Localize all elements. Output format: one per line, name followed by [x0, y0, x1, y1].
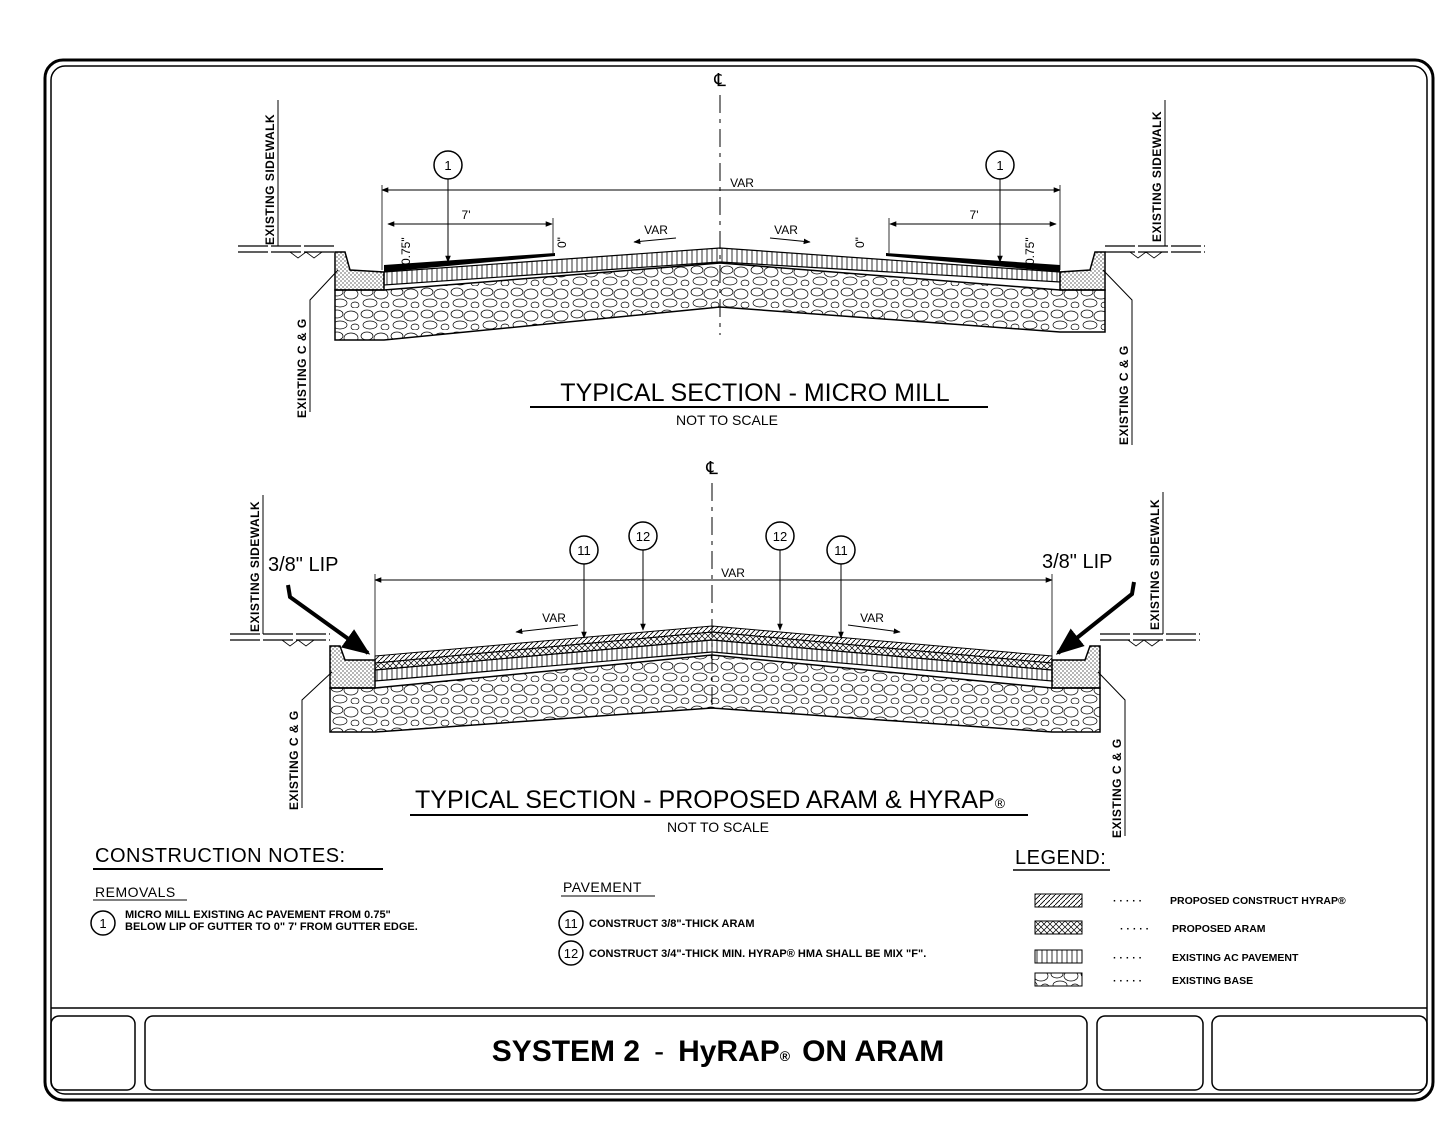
legend-swatch-ac — [1034, 949, 1083, 964]
label-existing-sidewalk-left-bottom: EXISTING SIDEWALK — [248, 501, 262, 632]
centerline-symbol-bottom: ℄ — [705, 458, 718, 478]
title-block-main: SYSTEM 2 — [492, 1035, 640, 1068]
legend: LEGEND: PROPOSED CONSTRUCT HYRAP® · · · … — [1013, 847, 1346, 987]
section-aram-hyrap: ℄ EXISTING SIDEWALK EXISTING SIDEWALK EX… — [230, 458, 1200, 838]
callout-12-right: 12 — [773, 529, 787, 544]
legend-heading: LEGEND: — [1015, 847, 1106, 869]
title-block-text: SYSTEM 2-HyRAP® ON ARAM — [492, 1035, 945, 1068]
notes-heading: CONSTRUCTION NOTES: — [95, 845, 346, 867]
curb-gutter-right-bottom — [1051, 645, 1101, 689]
legend-swatch-hyrap — [1034, 893, 1083, 908]
dim-0-left: 0" — [555, 237, 569, 248]
scale-bottom: NOT TO SCALE — [667, 819, 769, 835]
title-section-bottom: TYPICAL SECTION - PROPOSED ARAM & HYRAP® — [415, 786, 1006, 814]
title-section-bottom-mark: ® — [995, 795, 1006, 811]
removal-line1: MICRO MILL EXISTING AC PAVEMENT FROM 0.7… — [125, 909, 391, 921]
centerline-symbol-top: ℄ — [713, 70, 726, 90]
legend-swatch-base — [1034, 972, 1083, 987]
removal-number: 1 — [99, 916, 106, 931]
label-existing-cg-right-bottom: EXISTING C & G — [1110, 738, 1124, 838]
lip-label-right: 3/8" LIP — [1042, 551, 1112, 573]
slope-var-left-bottom: VAR — [542, 611, 566, 625]
construction-notes: CONSTRUCTION NOTES: REMOVALS 1 MICRO MIL… — [90, 845, 926, 966]
title-block-dash: - — [654, 1035, 664, 1068]
dim-overall-bottom: VAR — [721, 566, 745, 580]
svg-text:· · · · ·: · · · · · — [1113, 952, 1142, 964]
dim-7ft-right-top: 7' — [970, 208, 979, 222]
dim-0-right: 0" — [853, 237, 867, 248]
lip-label-left: 3/8" LIP — [268, 554, 338, 576]
slope-var-left-top: VAR — [644, 223, 668, 237]
curb-gutter-left-top — [334, 251, 385, 291]
scale-top: NOT TO SCALE — [676, 412, 778, 428]
pavement-heading: PAVEMENT — [563, 879, 642, 895]
dim-7ft-left-top: 7' — [462, 208, 471, 222]
dim-075-right: 0.75" — [1023, 237, 1037, 265]
legend-label-base: EXISTING BASE — [1172, 975, 1253, 987]
label-existing-cg-right-top: EXISTING C & G — [1117, 345, 1131, 445]
legend-label-aram: PROPOSED ARAM — [1172, 923, 1266, 935]
label-existing-sidewalk-right-top: EXISTING SIDEWALK — [1150, 111, 1164, 242]
callout-11-right: 11 — [834, 543, 848, 558]
title-block-end: ON ARAM — [802, 1035, 944, 1068]
title-section-bottom-text: TYPICAL SECTION - PROPOSED ARAM & HYRAP — [415, 786, 995, 814]
pavement-item-11-text: CONSTRUCT 3/8"-THICK ARAM — [589, 918, 755, 930]
legend-label-ac: EXISTING AC PAVEMENT — [1172, 952, 1299, 964]
title-block-mark: ® — [780, 1048, 791, 1064]
removal-line2: BELOW LIP OF GUTTER TO 0" 7' FROM GUTTER… — [125, 921, 418, 933]
callout-1-left: 1 — [444, 158, 451, 173]
svg-text:· · · · ·: · · · · · — [1113, 975, 1142, 987]
label-existing-sidewalk-left-top: EXISTING SIDEWALK — [263, 114, 277, 245]
slope-var-right-bottom: VAR — [860, 611, 884, 625]
title-block: SYSTEM 2-HyRAP® ON ARAM — [50, 1015, 1428, 1091]
dim-overall-top: VAR — [730, 176, 754, 190]
sheet-border — [43, 58, 1435, 1102]
title-section-top: TYPICAL SECTION - MICRO MILL — [560, 379, 950, 407]
label-existing-cg-left-bottom: EXISTING C & G — [287, 710, 301, 810]
svg-text:· · · · ·: · · · · · — [1113, 895, 1142, 907]
pavement-item-12-text: CONSTRUCT 3/4"-THICK MIN. HYRAP® HMA SHA… — [589, 948, 926, 960]
legend-swatch-aram — [1034, 920, 1083, 935]
slope-var-right-top: VAR — [774, 223, 798, 237]
removals-heading: REMOVALS — [95, 884, 176, 900]
callout-11-left: 11 — [577, 543, 591, 558]
label-existing-cg-left-top: EXISTING C & G — [295, 318, 309, 418]
callout-12-left: 12 — [636, 529, 650, 544]
legend-label-hyrap: PROPOSED CONSTRUCT HYRAP® — [1170, 895, 1346, 907]
existing-base-top — [334, 262, 1106, 341]
curb-gutter-left-bottom — [329, 645, 376, 689]
existing-base-bottom — [329, 654, 1101, 733]
pavement-item-11-number: 11 — [564, 916, 578, 931]
pavement-item-12-number: 12 — [564, 946, 578, 961]
svg-text:· · · · ·: · · · · · — [1120, 923, 1149, 935]
callout-1-right: 1 — [996, 158, 1003, 173]
title-block-product: HyRAP — [678, 1035, 780, 1068]
section-micro-mill: ℄ EXISTING SIDEWALK EXISTING SIDEWALK EX… — [238, 70, 1205, 445]
dim-075-left: 0.75" — [399, 237, 413, 265]
label-existing-sidewalk-right-bottom: EXISTING SIDEWALK — [1148, 499, 1162, 630]
curb-gutter-right-top — [1059, 251, 1106, 291]
